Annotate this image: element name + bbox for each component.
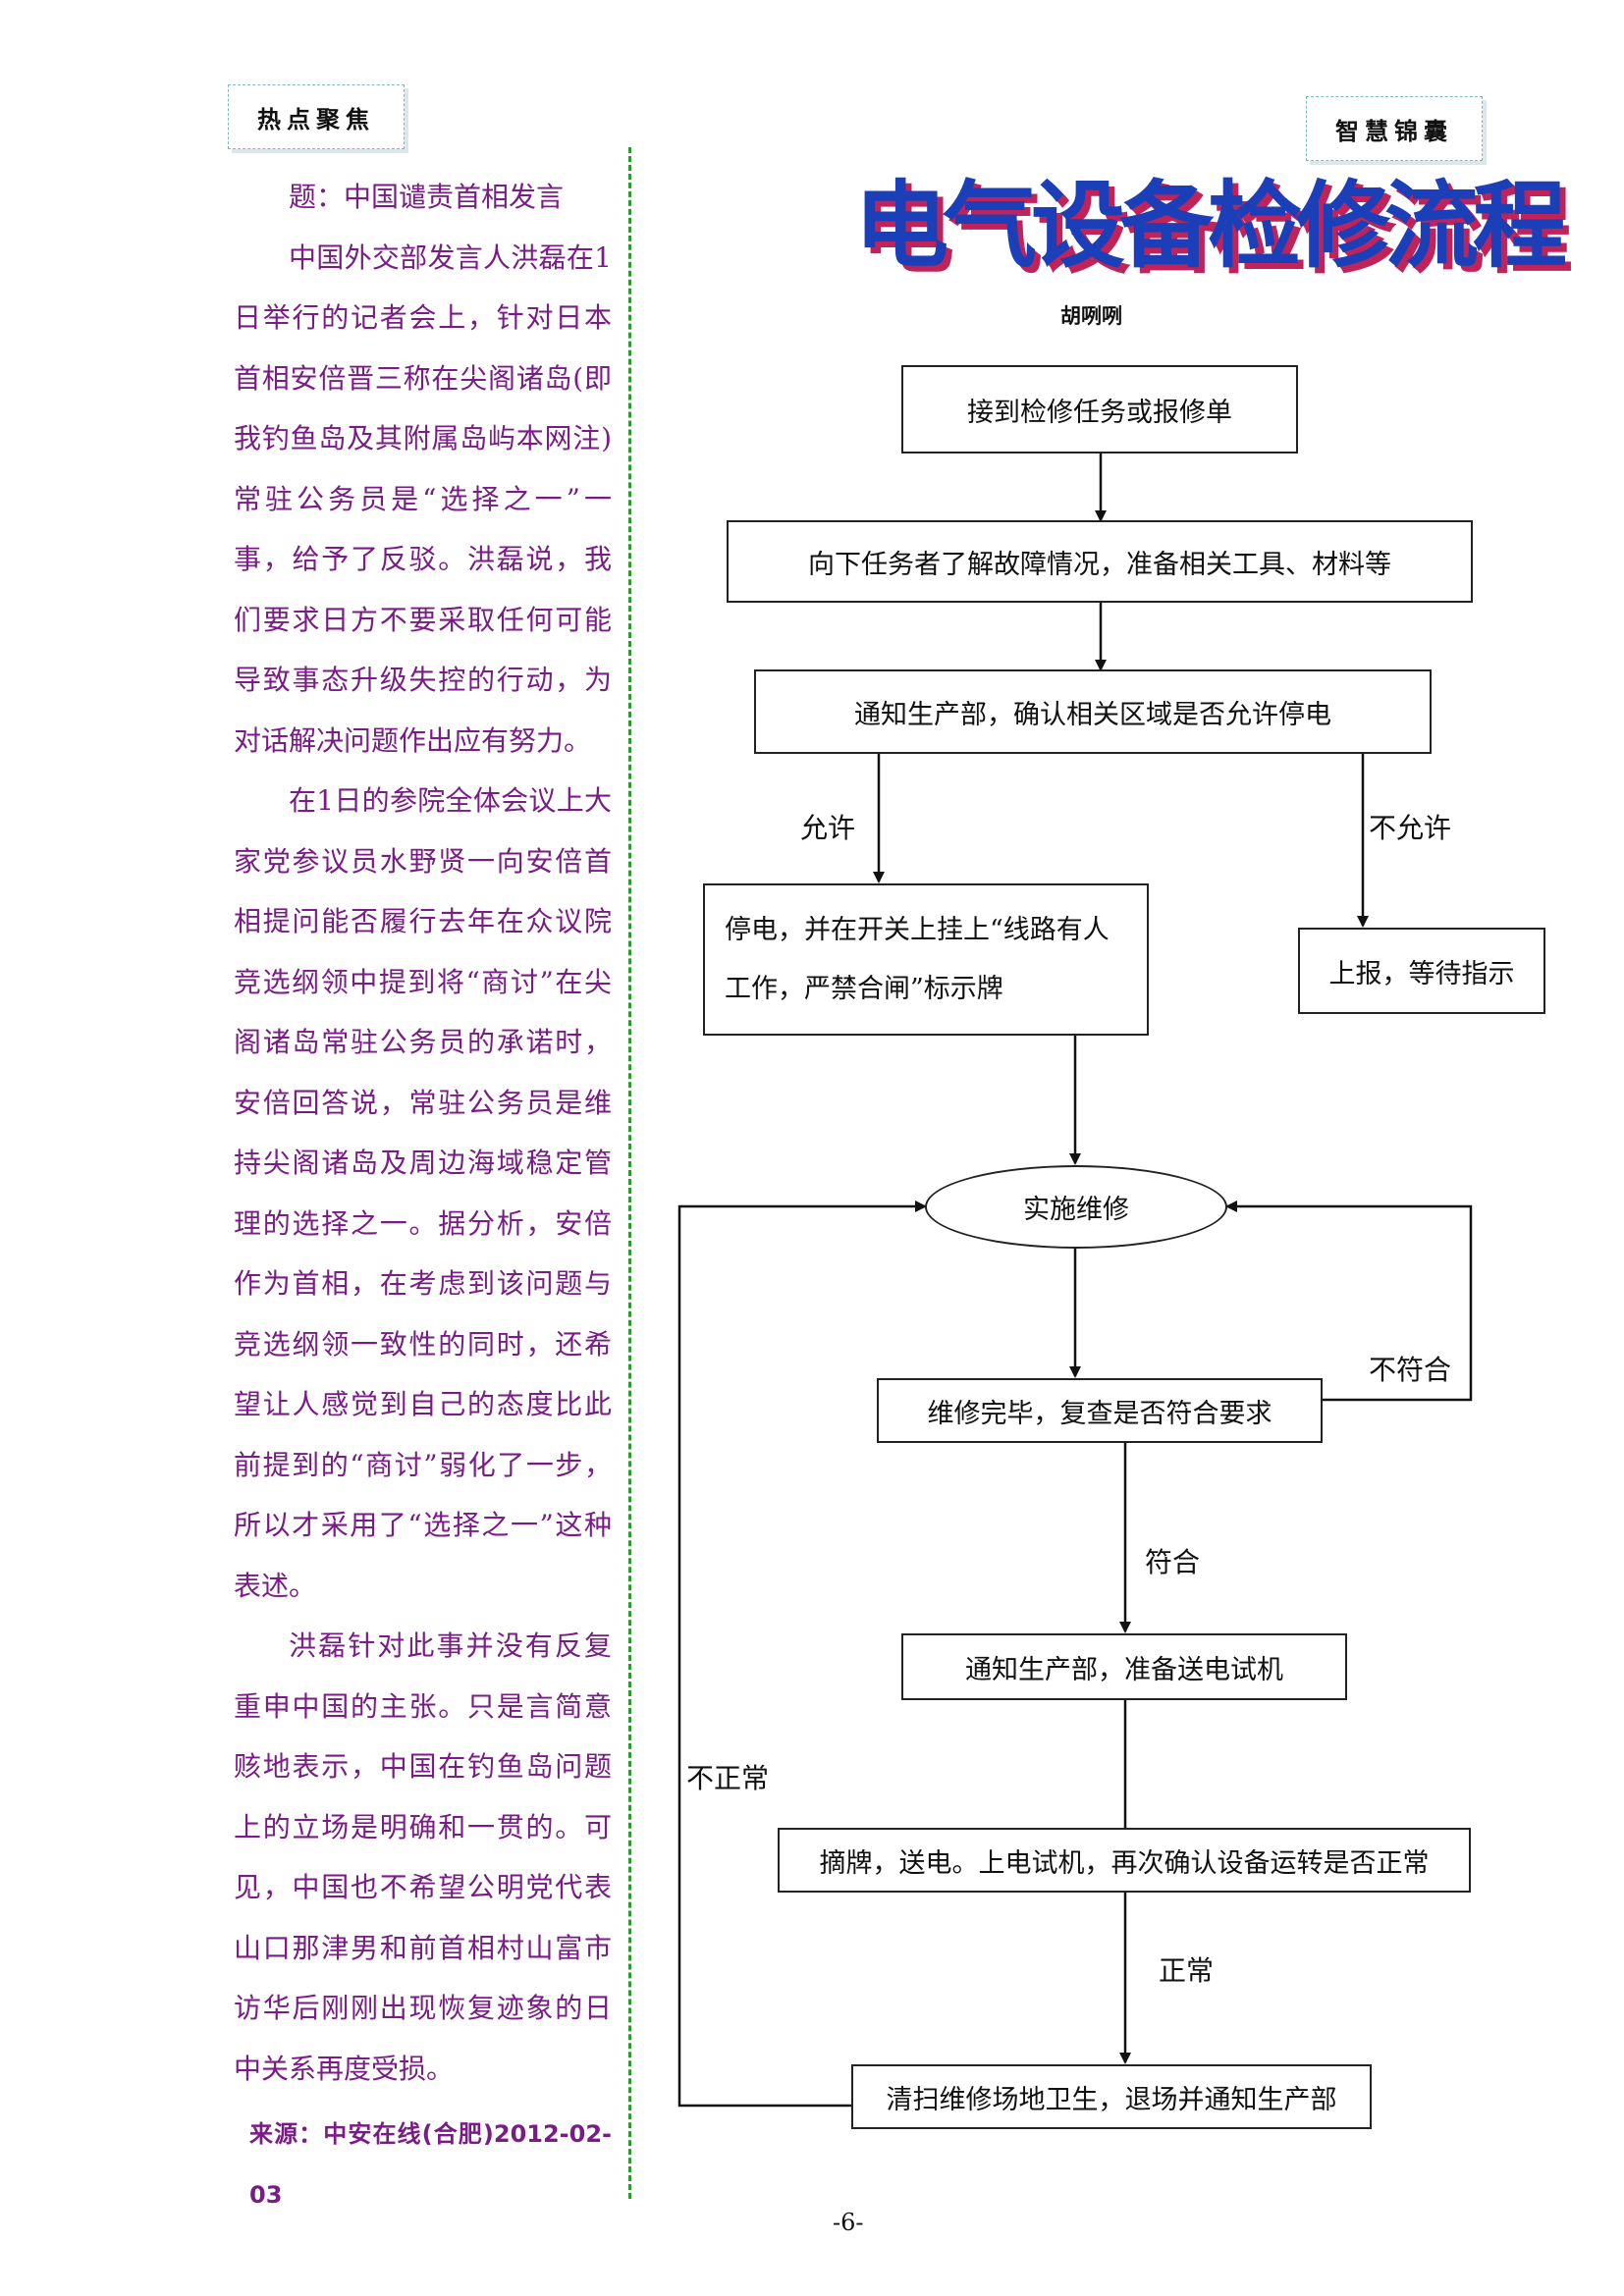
column-divider <box>628 147 631 2199</box>
step-check: 维修完毕，复查是否符合要求 <box>877 1378 1323 1443</box>
step-notify-production: 通知生产部，确认相关区域是否允许停电 <box>754 669 1432 754</box>
article-source: 来源：中安在线(合肥)2012-02-03 <box>249 2120 612 2209</box>
label-conform: 符合 <box>1145 1546 1201 1578</box>
step-power-off: 停电，并在开关上挂上“线路有人工作，严禁合闸”标示牌 <box>703 883 1149 1036</box>
step-understand-fault: 向下任务者了解故障情况，准备相关工具、材料等 <box>727 520 1473 603</box>
label-abnormal: 不正常 <box>686 1762 770 1794</box>
article-paragraph: 题：中国谴责首相发言 <box>289 181 565 213</box>
step-cleanup: 清扫维修场地卫生，退场并通知生产部 <box>851 2064 1372 2129</box>
flowchart-author: 胡咧咧 <box>1060 304 1122 328</box>
page-number: -6- <box>833 2209 864 2236</box>
news-article: 题：中国谴责首相发言 中国外交部发言人洪磊在1日举行的记者会上，针对日本首相安倍… <box>234 167 612 2225</box>
step-test-run: 摘牌，送电。上电试机，再次确认设备运转是否正常 <box>778 1828 1471 1893</box>
loop-abnormal <box>677 1201 927 2108</box>
label-not-conform: 不符合 <box>1369 1354 1452 1386</box>
loop-not-conform <box>1225 1201 1473 1402</box>
section-tag-wisdom: 智慧锦囊 <box>1306 96 1483 161</box>
step-report: 上报，等待指示 <box>1298 928 1545 1014</box>
label-normal: 正常 <box>1159 1954 1215 1987</box>
article-paragraph: 洪磊针对此事并没有反复重申中国的主张。只是言简意赅地表示，中国在钓鱼岛问题上的立… <box>234 1629 612 2085</box>
section-tag-hot-topics: 热点聚焦 <box>228 84 405 149</box>
article-paragraph: 在1日的参院全体会议上大家党参议员水野贤一向安倍首相提问能否履行去年在众议院竞选… <box>234 784 612 1602</box>
article-paragraph: 中国外交部发言人洪磊在1日举行的记者会上，针对日本首相安倍晋三称在尖阁诸岛(即我… <box>234 240 612 757</box>
step-receive-task: 接到检修任务或报修单 <box>901 365 1298 454</box>
step-repair: 实施维修 <box>925 1165 1227 1249</box>
label-allow: 允许 <box>800 812 856 844</box>
step-notify-power-on: 通知生产部，准备送电试机 <box>901 1633 1347 1700</box>
label-not-allow: 不允许 <box>1369 812 1452 844</box>
